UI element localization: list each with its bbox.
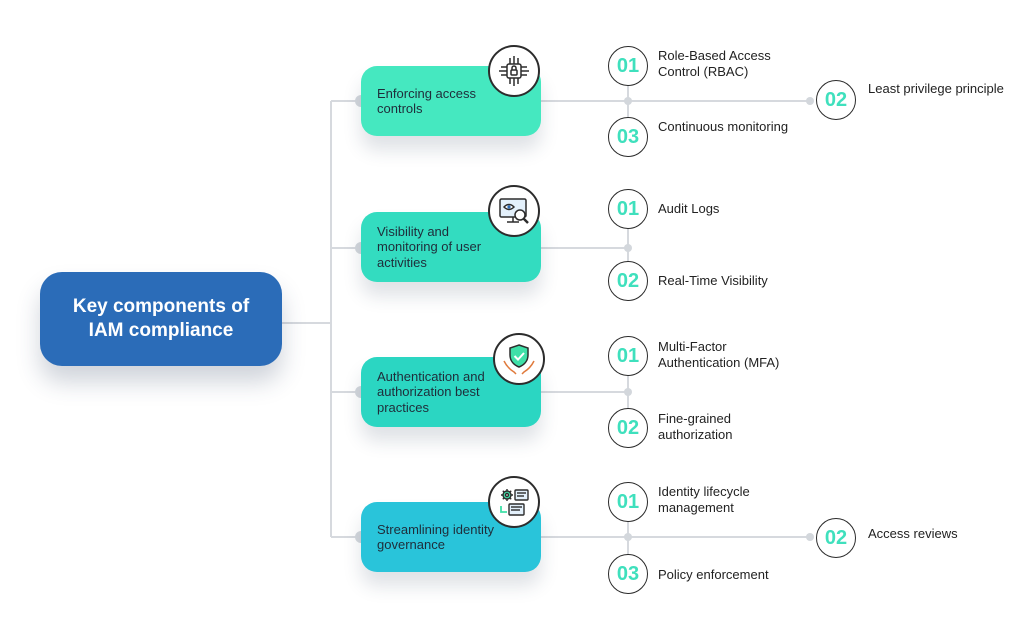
leaf-label: Fine-grained authorization [658,411,733,442]
branch-label: Enforcing access controls [377,85,476,117]
step-number-badge: 01 [608,482,648,522]
step-number-badge: 01 [608,336,648,376]
leaf-label: Audit Logs [658,201,720,216]
step-number-badge: 03 [608,117,648,157]
leaf-label: Role-Based Access Control (RBAC) [658,48,771,79]
step-number-badge: 02 [816,80,856,120]
leaf-label: Multi-Factor Authentication (MFA) [658,339,780,370]
circuit-lock-icon [488,45,540,97]
branch-label: Streamlining identity governance [377,521,495,553]
gear-documents-icon [488,476,540,528]
leaf-label: Identity lifecycle management [658,484,750,515]
branch-label: Authentication and authorization best pr… [377,368,485,415]
root-node: Key components of IAM compliance [40,272,282,366]
shield-hands-icon [493,333,545,385]
step-number-badge: 02 [816,518,856,558]
leaf-label: Continuous monitoring [658,119,789,134]
leaf-label: Policy enforcement [658,567,769,582]
leaf-label: Real-Time Visibility [658,273,768,288]
step-number-badge: 02 [608,408,648,448]
step-number-badge: 01 [608,189,648,229]
root-title: Key components of IAM compliance [72,296,250,341]
step-number-badge: 01 [608,46,648,86]
step-number-badge: 03 [608,554,648,594]
leaf-label: Least privilege principle [868,81,1004,96]
branch-label: Visibility and monitoring of user activi… [377,223,482,270]
step-number-badge: 02 [608,261,648,301]
monitor-magnifier-icon [488,185,540,237]
leaf-label: Access reviews [868,526,958,541]
